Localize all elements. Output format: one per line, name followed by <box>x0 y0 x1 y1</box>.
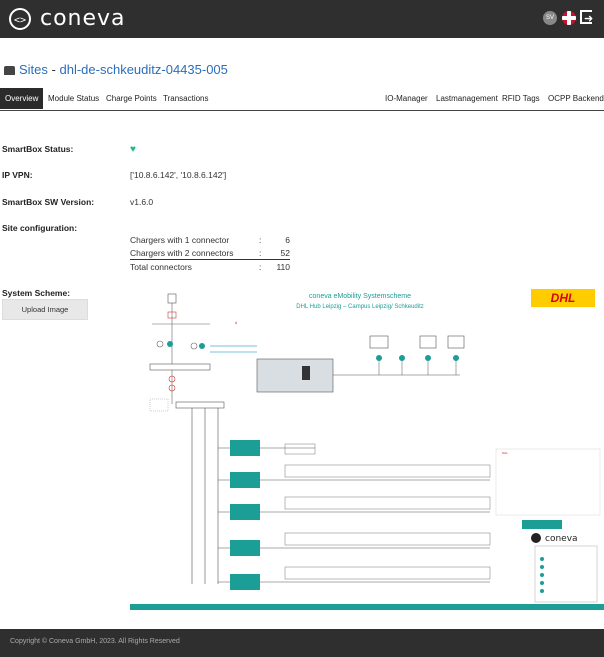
config-row-label: Total connectors <box>130 262 192 272</box>
system-scheme-label: System Scheme: <box>2 288 71 298</box>
smartbox-status-label: SmartBox Status: <box>2 144 74 154</box>
config-row-value: 52 <box>280 248 290 258</box>
top-navbar: <> coneva SV ➜ <box>0 0 604 38</box>
svg-text:DHL: DHL <box>502 451 508 455</box>
config-row-value: 110 <box>276 262 290 272</box>
briefcase-icon <box>4 66 15 75</box>
tab-io-manager[interactable]: IO-Manager <box>385 94 428 103</box>
copyright-text: Copyright © Coneva GmbH, 2023. All Right… <box>10 638 180 645</box>
config-row-label: Chargers with 1 connector <box>130 235 230 245</box>
dhl-logo-text: DHL <box>551 291 576 305</box>
flag-en-icon[interactable] <box>562 11 576 25</box>
scheme-subtitle: DHL Hub Leipzig – Campus Leipzig/ Schkeu… <box>296 304 424 310</box>
tab-lastmanagement[interactable]: Lastmanagement <box>436 94 498 103</box>
coneva-logo-text: coneva <box>545 534 578 544</box>
logout-icon[interactable] <box>580 10 592 24</box>
coneva-logo: coneva <box>531 533 578 544</box>
page-footer: Copyright © Coneva GmbH, 2023. All Right… <box>0 629 604 657</box>
site-tabs: Overview Module Status Charge Points Tra… <box>0 88 604 111</box>
scheme-title: coneva eMobility Systemscheme <box>309 293 411 300</box>
brand-name[interactable]: coneva <box>40 6 126 31</box>
config-row-colon: : <box>259 262 262 272</box>
config-row-label: Chargers with 2 connectors <box>130 248 234 258</box>
tab-ocpp-backend[interactable]: OCPP Backend <box>548 94 604 103</box>
ip-vpn-value: ['10.8.6.142', '10.8.6.142'] <box>130 170 227 180</box>
config-row-value: 6 <box>285 235 290 245</box>
site-config-label: Site configuration: <box>2 223 78 233</box>
breadcrumb-sites-link[interactable]: Sites <box>19 62 48 77</box>
coneva-logo-icon[interactable]: <> <box>9 8 31 30</box>
tab-transactions[interactable]: Transactions <box>163 94 209 103</box>
sw-version-label: SmartBox SW Version: <box>2 197 95 207</box>
config-row-colon: : <box>259 235 262 245</box>
config-divider <box>130 259 290 260</box>
heart-icon: ♥ <box>130 144 136 155</box>
system-scheme-diagram: coneva eMobility Systemscheme DHL Hub Le… <box>130 284 604 618</box>
tab-rfid-tags[interactable]: RFID Tags <box>502 94 540 103</box>
tab-module-status[interactable]: Module Status <box>48 94 100 103</box>
sw-version-value: v1.6.0 <box>130 197 154 207</box>
dhl-logo: DHL <box>531 289 595 307</box>
breadcrumb-site-name: dhl-de-schkeuditz-04435-005 <box>59 62 228 77</box>
config-row-colon: : <box>259 248 262 258</box>
logout-arrow-icon[interactable]: ➜ <box>584 13 594 25</box>
language-sv-icon[interactable]: SV <box>543 11 557 25</box>
breadcrumb-separator: - <box>51 62 56 77</box>
svg-text:d: d <box>235 321 237 325</box>
breadcrumb: Sites - dhl-de-schkeuditz-04435-005 <box>4 62 228 77</box>
ip-vpn-label: IP VPN: <box>2 170 33 180</box>
tab-charge-points[interactable]: Charge Points <box>106 94 157 103</box>
upload-image-button[interactable]: Upload Image <box>2 299 88 320</box>
tab-overview[interactable]: Overview <box>0 88 44 109</box>
